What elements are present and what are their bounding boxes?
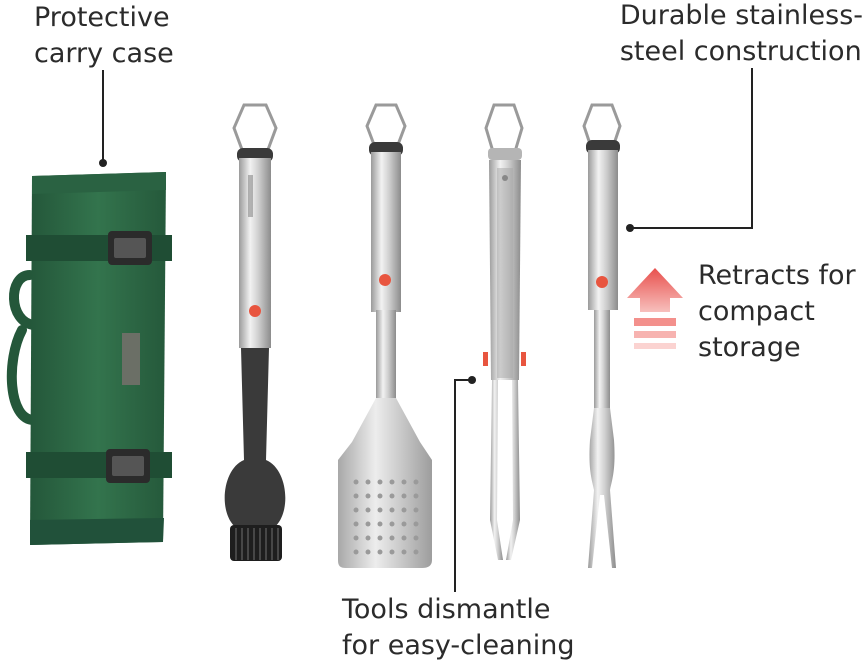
callout-line: steel construction — [619, 36, 862, 67]
basting-brush — [224, 103, 286, 561]
leader-dots — [99, 159, 634, 384]
callout-line: Durable stainless- — [619, 0, 863, 31]
case-handle — [9, 270, 39, 330]
callout-line: storage — [698, 332, 801, 363]
callout-line: for easy-cleaning — [342, 630, 575, 661]
case-handle-lower — [6, 325, 39, 425]
callout-dismantle: Tools dismantle for easy-cleaning — [342, 592, 575, 664]
callout-stainless-steel: Durable stainless- steel construction — [620, 0, 863, 70]
callout-retracts: Retracts for compact storage — [698, 258, 856, 366]
callout-line: Tools dismantle — [342, 594, 551, 625]
case-strap-bottom — [26, 452, 172, 478]
leader-lines — [102, 68, 753, 592]
callout-line: Protective — [34, 2, 170, 33]
carry-case — [6, 172, 172, 545]
carving-fork — [582, 103, 622, 568]
callout-carry-case: Protective carry case — [34, 0, 174, 72]
case-body — [30, 172, 166, 545]
leader-dismantle — [454, 379, 472, 592]
retract-arrow — [627, 268, 683, 349]
spatula-holes — [353, 479, 419, 555]
callout-line: compact — [698, 296, 815, 327]
callout-line: carry case — [34, 38, 174, 69]
tongs — [483, 103, 526, 560]
callout-line: Retracts for — [698, 260, 856, 291]
case-label — [122, 333, 140, 385]
spatula — [338, 103, 432, 568]
leader-steel — [630, 68, 753, 229]
release-button-red — [249, 305, 261, 317]
